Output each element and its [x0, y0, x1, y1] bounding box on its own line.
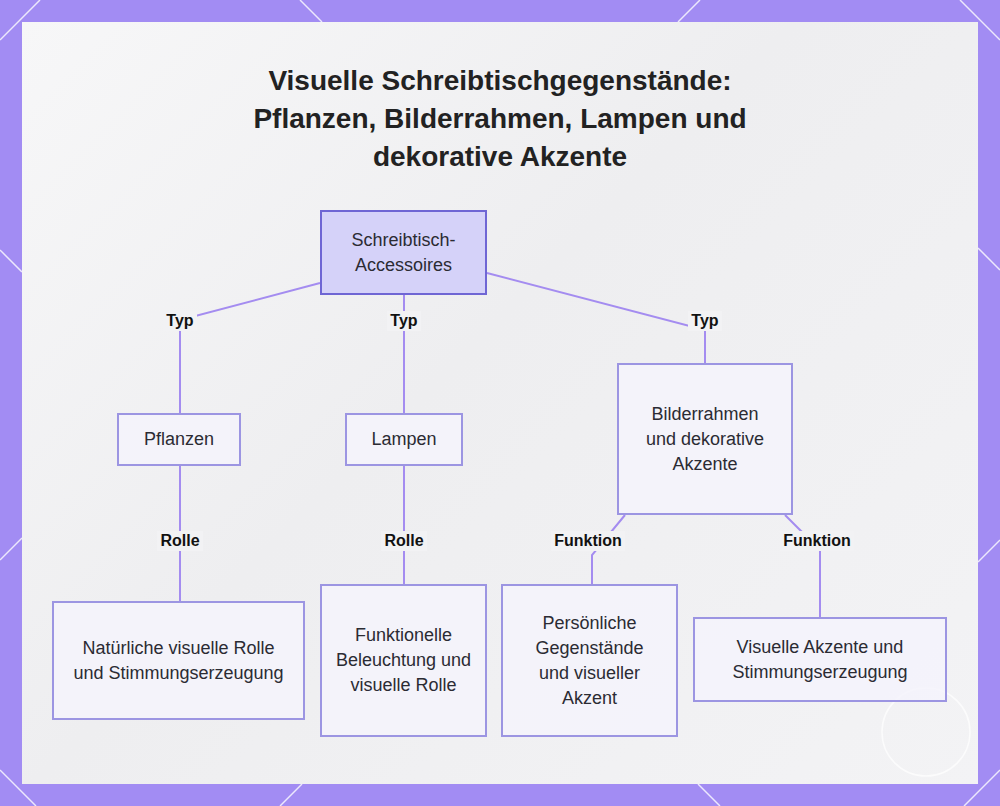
root-box: Schreibtisch- Accessoires — [320, 210, 487, 295]
node-text: Persönliche Gegenstände und visueller Ak… — [527, 611, 652, 711]
category-box: Lampen — [345, 413, 463, 466]
edge-label: Rolle — [381, 531, 426, 551]
connector-line — [487, 273, 705, 363]
diagram-title: Visuelle Schreibtischgegenstände: Pflanz… — [220, 62, 780, 176]
node-text: Bilderrahmen und dekorative Akzente — [645, 402, 765, 477]
node-text: Visuelle Akzente und Stimmungserzeugung — [708, 635, 933, 685]
node-text: Funktionelle Beleuchtung und visuelle Ro… — [334, 623, 474, 698]
category-box: Persönliche Gegenstände und visueller Ak… — [501, 584, 678, 737]
edge-label: Rolle — [157, 531, 202, 551]
edge-label: Typ — [163, 311, 196, 331]
category-box: Visuelle Akzente und Stimmungserzeugung — [693, 617, 947, 702]
edge-label: Typ — [688, 311, 721, 331]
edge-label: Typ — [387, 311, 420, 331]
connector-line — [403, 466, 405, 584]
category-box: Pflanzen — [117, 413, 241, 466]
node-text: Lampen — [355, 427, 453, 452]
category-box: Natürliche visuelle Rolle und Stimmungse… — [52, 601, 305, 720]
node-text: Natürliche visuelle Rolle und Stimmungse… — [71, 636, 286, 686]
category-box: Funktionelle Beleuchtung und visuelle Ro… — [320, 584, 487, 737]
category-box: Bilderrahmen und dekorative Akzente — [617, 363, 793, 515]
edge-label: Funktion — [780, 531, 854, 551]
connector-line — [180, 283, 320, 413]
edge-label: Funktion — [551, 531, 625, 551]
node-text: Pflanzen — [127, 427, 231, 452]
node-text: Schreibtisch- Accessoires — [334, 228, 474, 278]
